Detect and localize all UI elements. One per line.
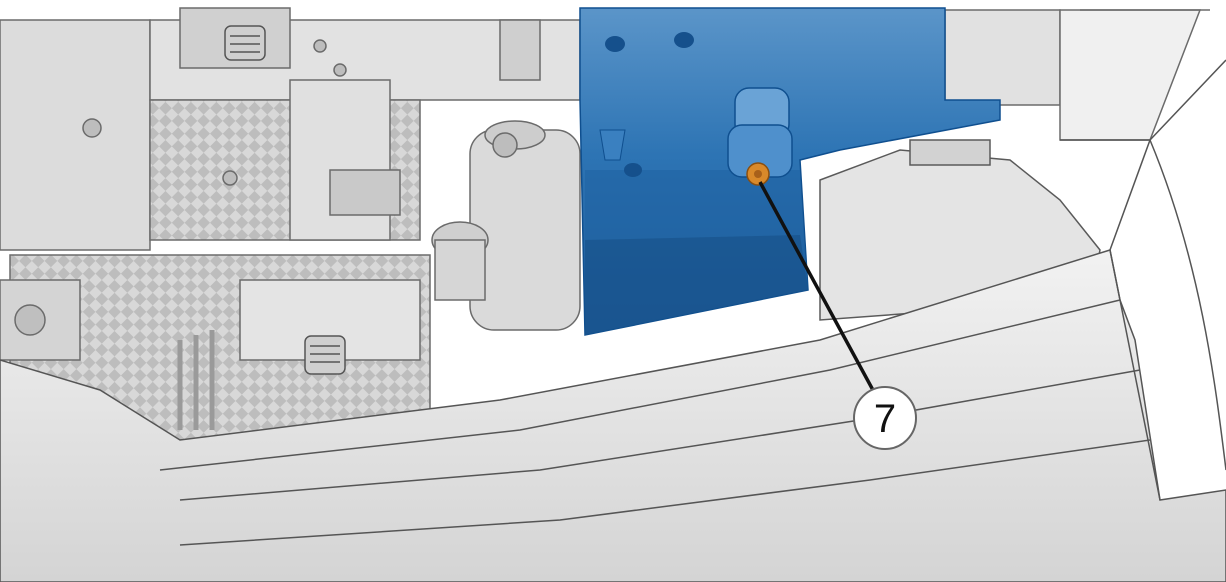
- background-components: [0, 7, 1210, 441]
- highlighted-component: [579, 7, 1001, 336]
- clip-icon: [304, 335, 346, 375]
- mounting-stud: [727, 87, 793, 178]
- callout-circle: [853, 386, 917, 450]
- clip-icon: [224, 25, 266, 61]
- callout-label: 7: [874, 397, 896, 441]
- callout-leader-line: [758, 181, 876, 393]
- callout-7: 7: [853, 386, 917, 450]
- bumper-fascia: [0, 59, 1226, 582]
